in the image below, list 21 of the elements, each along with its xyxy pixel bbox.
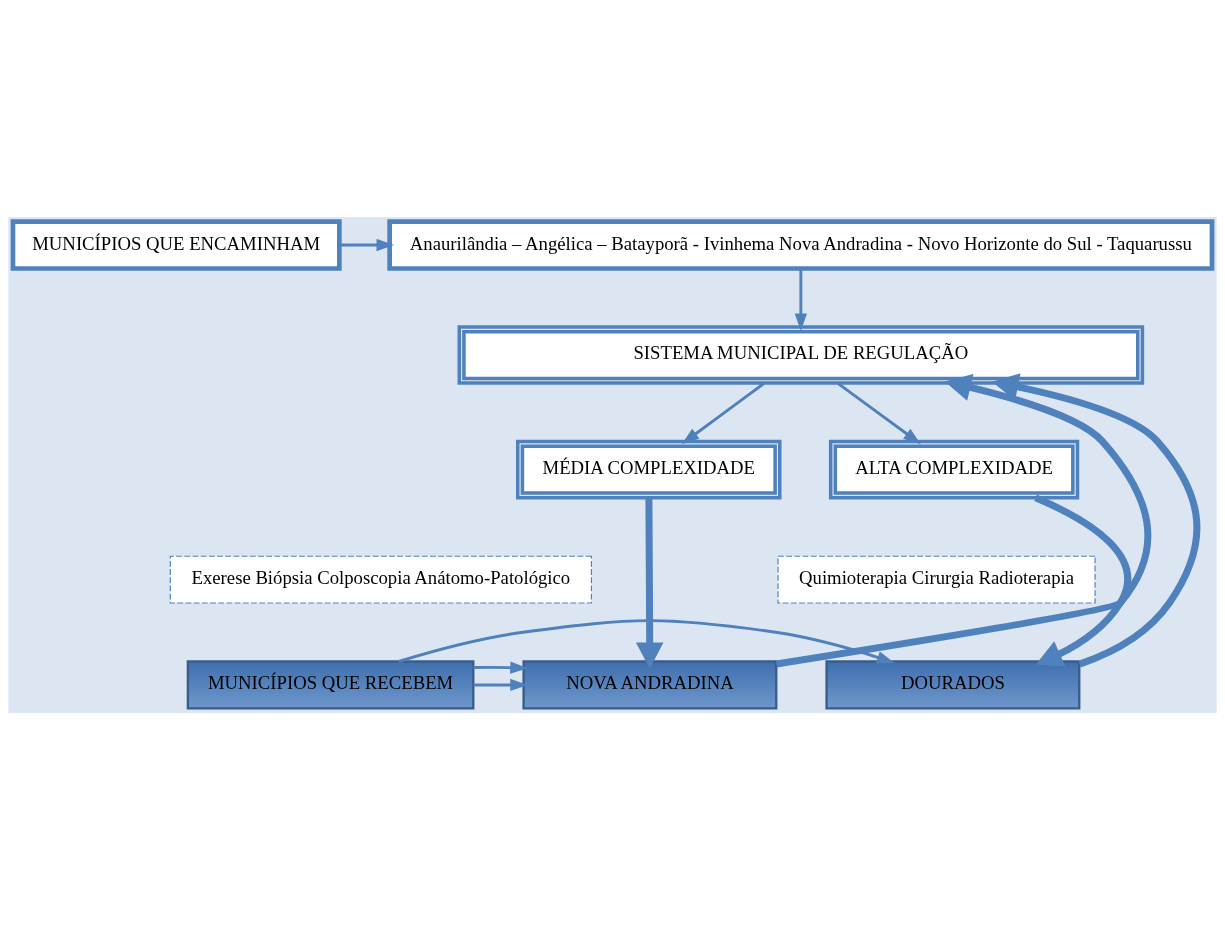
arrow [635,497,664,669]
node-box: Quimioterapia Cirurgia Radioterapia [777,555,1096,604]
arrow [339,238,395,251]
node-box: MUNICÍPIOS QUE RECEBEM [186,659,475,709]
node-box: ALTA COMPLEXIDADE [828,439,1080,499]
arrow [794,268,807,331]
arrow [398,618,895,663]
node-box: MUNICÍPIOS QUE ENCAMINHAM [10,218,342,271]
arrow [992,372,1201,667]
arrow [473,678,528,691]
node-box: MÉDIA COMPLEXIDADE [516,439,782,499]
arrow [1034,494,1132,667]
node-box: DOURADOS [825,659,1081,709]
node-box: SISTEMA MUNICIPAL DE REGULAÇÃO [457,324,1145,385]
arrow [837,381,921,444]
node-box: Anaurilândia – Angélica – Batayporã - Ivinhema Nova Andradina - Novo Horizonte do Sul - Taquarussu [387,218,1215,271]
node-box: NOVA ANDRADINA [522,659,778,709]
arrow [473,661,528,674]
arrow [681,381,765,444]
arrow [775,373,1152,668]
node-box: Exerese Biópsia Colposcopia Anátomo-Patológico [169,555,593,604]
